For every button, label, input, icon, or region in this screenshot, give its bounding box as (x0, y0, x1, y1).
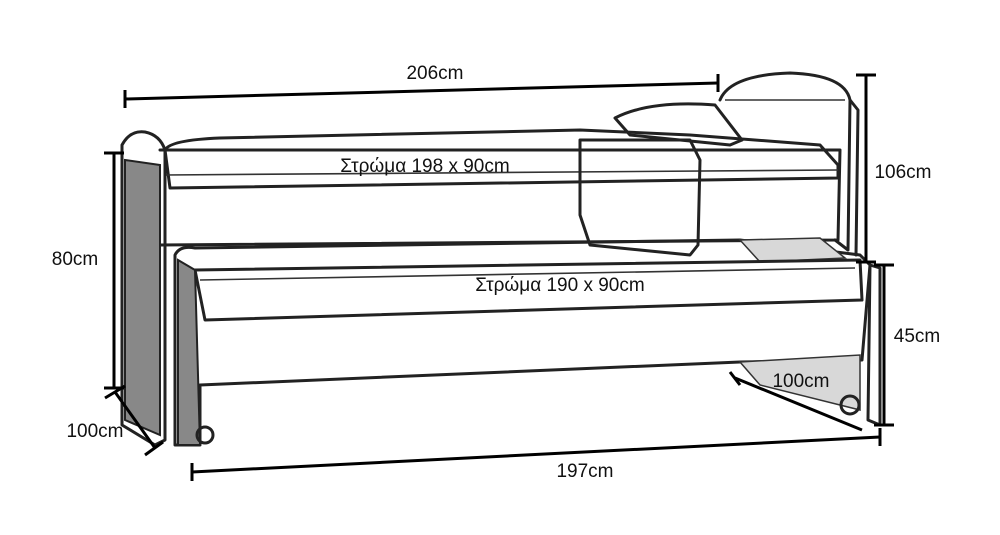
dimension-lines (104, 73, 894, 481)
label-upper-mattress: Στρώμα 198 x 90cm (340, 156, 509, 177)
label-trundle-depth: 100cm (772, 371, 829, 392)
upper-bed (158, 102, 842, 257)
label-trundle-length: 197cm (556, 461, 613, 482)
footboard (120, 130, 167, 447)
label-total-length: 206cm (406, 63, 463, 84)
lower-mattress (193, 258, 864, 322)
label-frame-height: 80cm (52, 249, 98, 270)
headboard (718, 71, 860, 257)
label-trundle-height: 45cm (894, 326, 940, 347)
pillow (613, 102, 744, 147)
label-lower-mattress: Στρώμα 190 x 90cm (475, 275, 644, 296)
label-headboard-height: 106cm (874, 162, 931, 183)
trundle-bed (173, 237, 882, 447)
wheel-right (839, 394, 861, 416)
blanket (578, 138, 702, 257)
wheel-left (195, 425, 215, 445)
label-frame-depth: 100cm (66, 421, 123, 442)
